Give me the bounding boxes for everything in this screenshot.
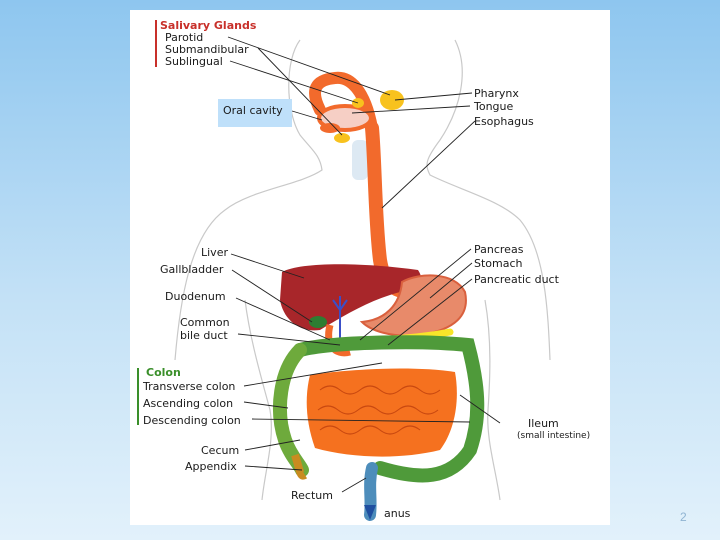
liver-shape xyxy=(280,264,421,331)
neck-vessel xyxy=(352,140,368,180)
duodenum-label: Duodenum xyxy=(165,290,226,303)
oral-cavity-highlight xyxy=(218,99,292,127)
leader-lines xyxy=(227,36,501,493)
transverse-colon-label: Transverse colon xyxy=(143,380,236,393)
pharynx-shape xyxy=(309,71,378,134)
colon-shape xyxy=(293,335,485,483)
tongue-shape xyxy=(320,123,340,133)
anus-label: anus xyxy=(384,507,411,520)
cecum-shape xyxy=(291,453,308,480)
submandibular-gland xyxy=(334,133,350,143)
ascending-colon-shape xyxy=(273,343,309,477)
oral-cavity-label: Oral cavity xyxy=(223,104,283,117)
descending-colon-label: Descending colon xyxy=(143,414,241,427)
sublingual-label: Sublingual xyxy=(165,55,223,68)
liver-label: Liver xyxy=(201,246,228,259)
salivary-glands-heading: Salivary Glands xyxy=(160,19,257,32)
stomach-label: Stomach xyxy=(474,257,523,270)
cecum-label: Cecum xyxy=(201,444,240,457)
page-number: 2 xyxy=(680,510,687,524)
common-bile-duct-label: Common bile duct xyxy=(180,316,230,342)
esophagus-label: Esophagus xyxy=(474,115,534,128)
pancreatic-duct-label: Pancreatic duct xyxy=(474,273,559,286)
intestine-folds xyxy=(317,385,441,435)
parotid-label: Parotid xyxy=(165,31,204,44)
pancreas-label: Pancreas xyxy=(474,243,524,256)
colon-bar xyxy=(137,368,139,425)
rectum-label: Rectum xyxy=(291,489,333,502)
submandibular-label: Submandibular xyxy=(165,43,249,56)
gallbladder-label: Gallbladder xyxy=(160,263,224,276)
ileum-label: Ileum xyxy=(528,417,559,430)
gallbladder-shape xyxy=(309,316,327,328)
anus-shape xyxy=(364,505,376,520)
pharynx-label: Pharynx xyxy=(474,87,519,100)
salivary-glands-bar xyxy=(155,20,157,67)
ascending-colon-label: Ascending colon xyxy=(143,397,234,410)
colon-heading: Colon xyxy=(146,366,181,379)
appendix-label: Appendix xyxy=(185,460,237,473)
tongue-label: Tongue xyxy=(474,100,514,113)
parotid-gland xyxy=(380,90,404,110)
small-intestine-label: (small intestine) xyxy=(517,431,591,441)
bile-duct-shape xyxy=(332,296,348,345)
